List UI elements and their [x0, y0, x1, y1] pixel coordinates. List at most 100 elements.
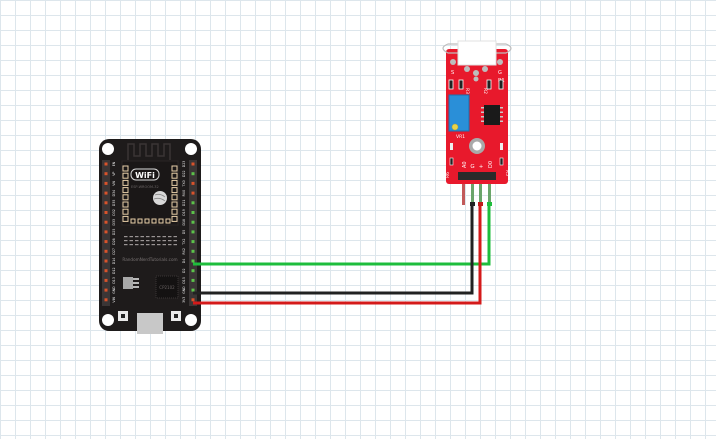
- module-pads: [122, 165, 178, 224]
- mounting-hole: [102, 143, 114, 155]
- resistor-r6-top: [448, 79, 454, 90]
- solder-pad: [450, 59, 456, 65]
- header-pin-d5[interactable]: [191, 230, 195, 234]
- smd-pad: [157, 244, 161, 246]
- boot-button-cap: [174, 314, 178, 318]
- smd-pad: [129, 240, 133, 242]
- header-pin-d4[interactable]: [191, 259, 195, 263]
- header-pin-vin[interactable]: [104, 298, 108, 302]
- esp32-board[interactable]: WiFi ESP-WROOM-32 RandomNerdTutorials.co…: [99, 139, 201, 334]
- module-pad: [122, 165, 129, 172]
- module-pad: [130, 218, 136, 224]
- header-pin-tx2[interactable]: [191, 240, 195, 244]
- pin-label: D26: [112, 238, 116, 245]
- module-pad: [122, 201, 129, 208]
- reed-sensor-module[interactable]: S G R1 R3 R2 VR1 R6 R5 A0 G + D0: [442, 40, 512, 206]
- header-pin-d15[interactable]: [191, 278, 195, 282]
- header-pin-d19[interactable]: [191, 211, 195, 214]
- header-pin-gnd[interactable]: [191, 288, 195, 292]
- header-pin-d12[interactable]: [104, 269, 108, 273]
- header-pin-gnd[interactable]: [104, 288, 108, 292]
- pin-label: RX0: [182, 190, 186, 196]
- pin-label: D18: [182, 219, 186, 226]
- smd-pad: [124, 244, 128, 246]
- header-pin-d14[interactable]: [104, 259, 108, 263]
- espressif-swirl: [153, 193, 166, 202]
- header-pin-vp[interactable]: [104, 172, 108, 176]
- solder-pad: [464, 66, 470, 72]
- pin-label: EN: [112, 161, 116, 166]
- smd-pad: [140, 236, 144, 238]
- ic-lead: [500, 120, 503, 122]
- pin-label: VIN: [112, 296, 116, 302]
- header-pin-d23[interactable]: [191, 162, 195, 166]
- module-pad: [171, 194, 178, 201]
- header-pin-d2[interactable]: [191, 269, 195, 273]
- resistor-r1: [498, 79, 504, 90]
- potentiometer-vr1[interactable]: [448, 94, 470, 132]
- pin-label: VP: [112, 172, 116, 176]
- pin-label: D34: [112, 190, 116, 197]
- power-wire[interactable]: [193, 203, 482, 305]
- ground-wire[interactable]: [193, 203, 474, 295]
- header-pin-d32[interactable]: [104, 211, 108, 214]
- header-pin-d35[interactable]: [104, 201, 108, 205]
- header-pin-d13[interactable]: [104, 278, 108, 282]
- module-pad: [171, 179, 178, 186]
- resistor-r2: [486, 79, 492, 90]
- resistor-r3: [458, 79, 464, 90]
- header-pin-d25[interactable]: [104, 230, 108, 234]
- header-pin-tx0[interactable]: [191, 181, 195, 185]
- header-pin-d22[interactable]: [191, 172, 195, 176]
- smd-pad-rows: [124, 236, 177, 246]
- module-pad: [122, 172, 129, 179]
- label-r3: R3: [464, 88, 470, 94]
- header-pin-rx0[interactable]: [191, 191, 195, 195]
- pin-label: GND: [112, 286, 116, 294]
- header-pin-d34[interactable]: [104, 191, 108, 195]
- solder-pad: [482, 66, 488, 72]
- header-pin-d27[interactable]: [104, 249, 108, 253]
- pin-label-a0: A0: [462, 161, 468, 168]
- wires: [193, 203, 491, 305]
- smd-pad: [162, 240, 166, 242]
- smd-pad: [168, 236, 172, 238]
- pin-label: D22: [182, 170, 186, 177]
- smd-pad: [162, 244, 166, 246]
- pin-label: D23: [182, 161, 186, 168]
- potentiometer-screw[interactable]: [451, 123, 459, 131]
- label-s: S: [451, 70, 454, 76]
- header-pin-d26[interactable]: [104, 240, 108, 244]
- header-pin-rx2[interactable]: [191, 249, 195, 253]
- g-pin-lead: [471, 183, 474, 205]
- smd-pad: [168, 240, 172, 242]
- smd-pad: [173, 240, 177, 242]
- smd-pad: [124, 240, 128, 242]
- en-button-cap: [121, 314, 125, 318]
- pin-label: D19: [182, 209, 186, 216]
- label-r2: R2: [482, 88, 488, 94]
- header-pin-d33[interactable]: [104, 220, 108, 224]
- header-pin-d21[interactable]: [191, 201, 195, 205]
- module-pad: [122, 179, 129, 186]
- pin-label: TX0: [182, 180, 186, 187]
- signal-wire[interactable]: [193, 203, 491, 266]
- header-pin-vn[interactable]: [104, 181, 108, 185]
- usb-port[interactable]: [137, 313, 163, 334]
- pin-label-g: G: [470, 164, 474, 170]
- wifi-logo: WiFi: [130, 168, 160, 181]
- solder-pad: [497, 59, 503, 65]
- mounting-hole: [102, 314, 114, 326]
- header-pin-d18[interactable]: [191, 220, 195, 224]
- pin-label: D35: [112, 200, 116, 207]
- ic-lead: [500, 116, 503, 118]
- header-pin-3v3[interactable]: [191, 298, 195, 302]
- pin-label: D32: [112, 209, 116, 216]
- comparator-ic: [484, 105, 500, 125]
- module-pad: [171, 187, 178, 194]
- header-pin-en[interactable]: [104, 162, 108, 166]
- ic-lead: [481, 120, 484, 122]
- regulator-lead: [133, 286, 139, 288]
- resistor-r5: [499, 157, 504, 166]
